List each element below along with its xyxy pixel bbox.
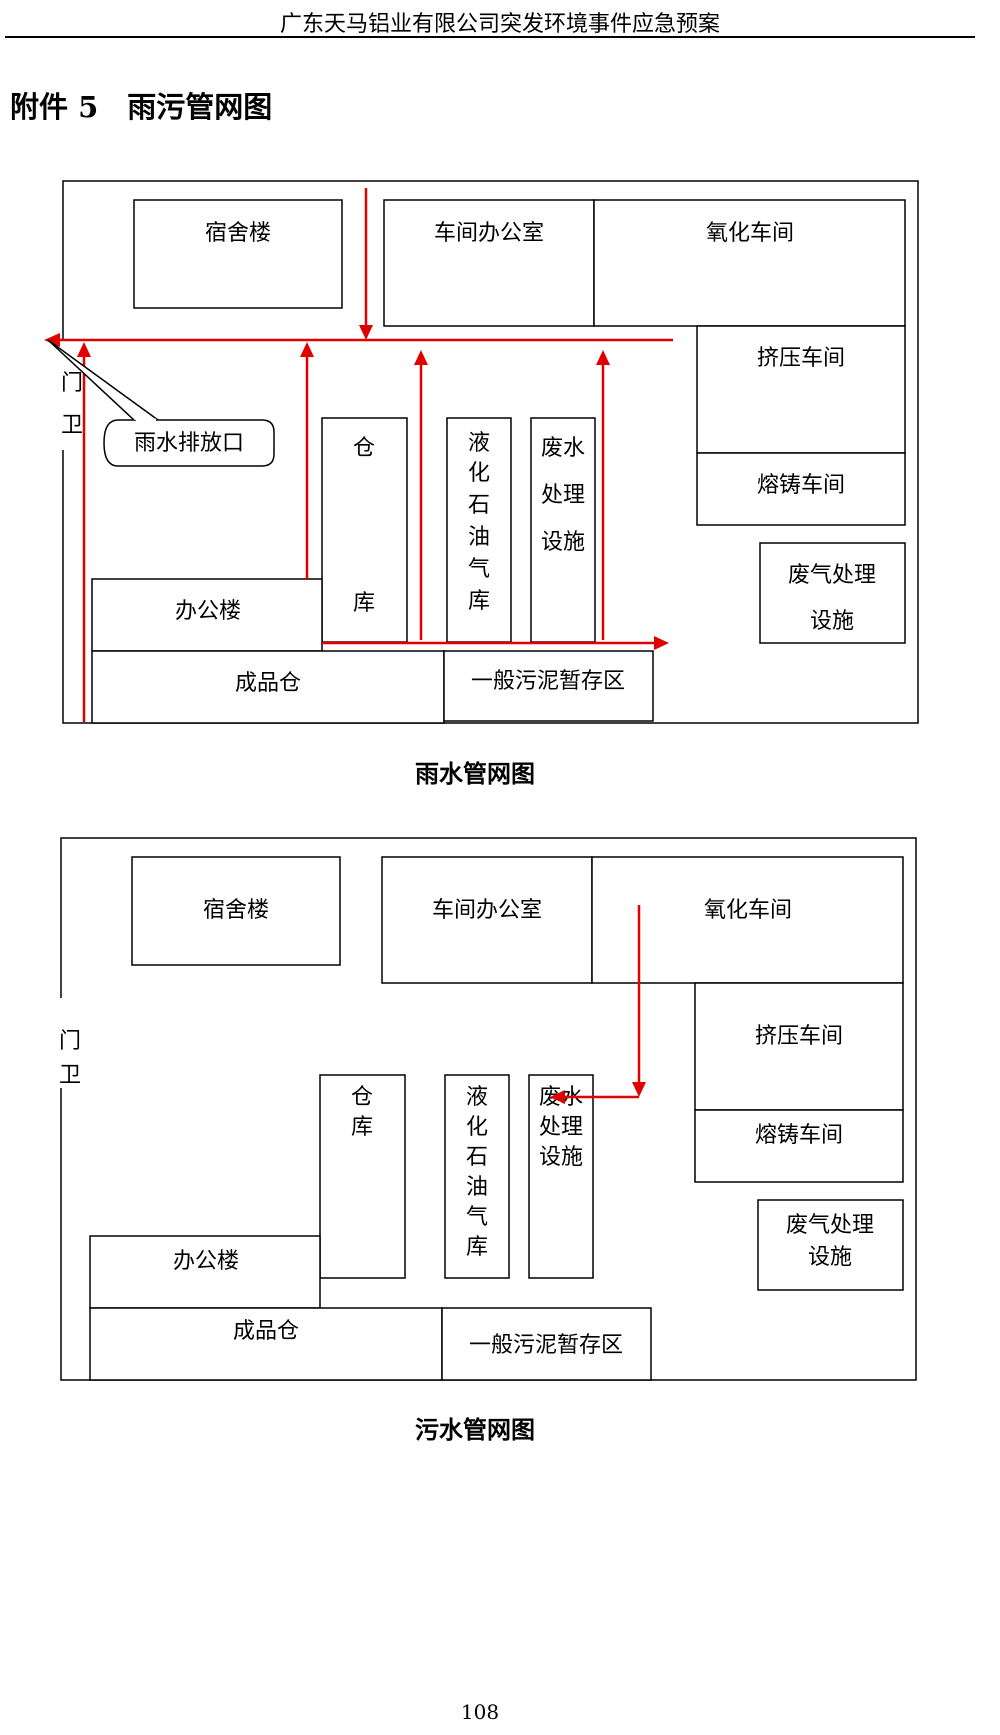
- sludge-label: 一般污泥暂存区: [469, 1333, 623, 1358]
- lpg-label-2: 化: [468, 461, 490, 486]
- site-boundary: [62, 180, 919, 724]
- lpg-label-6: 库: [468, 589, 490, 614]
- gate-label-2: 卫: [59, 1063, 81, 1088]
- oxidation-workshop: [593, 199, 906, 327]
- workshop-office-building: [381, 856, 593, 984]
- wastewater-facility: [530, 417, 596, 643]
- dorm-label: 宿舍楼: [203, 898, 269, 923]
- office-building: [89, 1235, 321, 1309]
- finished-label: 成品仓: [233, 1319, 299, 1344]
- waste-gas-label-1: 废气处理: [786, 1213, 874, 1238]
- outlet-label: 雨水排放口: [134, 431, 244, 456]
- lpg-label-2: 化: [466, 1115, 488, 1140]
- finished-goods-warehouse: [91, 650, 445, 724]
- waste-gas-facility: [759, 542, 906, 644]
- west-rise-arrowhead: [77, 342, 91, 357]
- gate-gap: [58, 340, 70, 450]
- warehouse-label-2: 库: [351, 1115, 373, 1140]
- oxidation-label: 氧化车间: [704, 898, 792, 923]
- gate-label-1: 门: [61, 371, 83, 396]
- warehouse-label-1: 仓: [351, 1085, 373, 1110]
- lpg-label-1: 液: [466, 1085, 488, 1110]
- rain-pipe-map: 宿舍楼 车间办公室 氧化车间 挤压车间 熔铸车间 废气处理 设施 仓 库 液 化…: [44, 180, 919, 724]
- wastewater-label-3: 设施: [539, 1145, 583, 1170]
- workshop-office-label: 车间办公室: [434, 221, 544, 246]
- dorm-building: [133, 199, 343, 309]
- finished-goods-warehouse: [89, 1307, 443, 1381]
- dorm-label: 宿舍楼: [205, 221, 271, 246]
- gate-label-1: 门: [59, 1029, 81, 1054]
- gate-label-2: 卫: [61, 413, 83, 438]
- wastewater-label-1: 废水: [541, 436, 585, 461]
- dorm-building: [131, 856, 341, 966]
- waste-gas-label-1: 废气处理: [788, 563, 876, 588]
- lpg-storage: [446, 417, 512, 643]
- casting-workshop: [694, 1109, 904, 1183]
- office-rise-arrowhead: [300, 342, 314, 357]
- wastewater-label-3: 设施: [541, 530, 585, 555]
- to-wastewater-arrowhead: [550, 1090, 565, 1104]
- extrusion-label: 挤压车间: [755, 1024, 843, 1049]
- sludge-label: 一般污泥暂存区: [471, 669, 625, 694]
- lpg-label-1: 液: [468, 431, 490, 456]
- office-building: [91, 578, 323, 652]
- outlet-arrowhead: [44, 333, 60, 347]
- casting-label: 熔铸车间: [755, 1123, 843, 1148]
- lpg-label-3: 石: [466, 1145, 488, 1170]
- rain-map-caption: 雨水管网图: [415, 759, 535, 788]
- oxidation-workshop: [591, 856, 904, 984]
- page-number: 108: [460, 1700, 500, 1724]
- oxidation-drain-arrowhead: [632, 1082, 646, 1097]
- lpg-label-5: 气: [468, 557, 490, 582]
- wastewater-label-2: 处理: [539, 1115, 583, 1140]
- waste-gas-facility: [757, 1199, 904, 1291]
- sludge-storage: [443, 650, 654, 722]
- waste-gas-label-2: 设施: [808, 1245, 852, 1270]
- sludge-storage: [441, 1307, 652, 1381]
- oxidation-label: 氧化车间: [706, 221, 794, 246]
- casting-label: 熔铸车间: [757, 473, 845, 498]
- finished-label: 成品仓: [235, 671, 301, 696]
- outlet-callout-pointer: [47, 339, 159, 421]
- mid-rise-arrowhead: [414, 350, 428, 365]
- lpg-label-4: 油: [466, 1175, 488, 1200]
- lpg-label-4: 油: [468, 525, 490, 550]
- gate-gap: [56, 998, 68, 1088]
- warehouse-label-2: 库: [353, 591, 375, 616]
- workshop-office-label: 车间办公室: [432, 898, 542, 923]
- rain-pipes: [44, 188, 673, 722]
- warehouse: [319, 1074, 406, 1279]
- lpg-label-5: 气: [466, 1205, 488, 1230]
- north-inflow-arrowhead: [359, 325, 373, 340]
- wastewater-facility: [528, 1074, 594, 1279]
- waste-gas-label-2: 设施: [810, 609, 854, 634]
- sewage-pipes: [550, 905, 646, 1104]
- section-title: 附件 5 雨污管网图: [10, 90, 273, 124]
- lpg-label-6: 库: [466, 1235, 488, 1260]
- office-label: 办公楼: [175, 599, 241, 624]
- sewage-pipe-map: 宿舍楼 车间办公室 氧化车间 挤压车间 熔铸车间 废气处理 设施 仓 库 液 化…: [56, 837, 917, 1381]
- workshop-office-building: [383, 199, 595, 327]
- office-label: 办公楼: [173, 1249, 239, 1274]
- sewage-map-caption: 污水管网图: [415, 1415, 535, 1444]
- wastewater-label-2: 处理: [541, 483, 585, 508]
- extrusion-workshop: [694, 982, 904, 1111]
- warehouse-label-1: 仓: [353, 436, 375, 461]
- casting-workshop: [696, 452, 906, 526]
- extrusion-label: 挤压车间: [757, 346, 845, 371]
- south-pipe-arrowhead: [654, 636, 669, 650]
- lpg-storage: [444, 1074, 510, 1279]
- header-rule: [5, 36, 975, 38]
- east-rise-arrowhead: [596, 350, 610, 365]
- lpg-label-3: 石: [468, 493, 490, 518]
- outlet-callout-bubble: [103, 419, 275, 467]
- document-header: 广东天马铝业有限公司突发环境事件应急预案: [279, 12, 720, 37]
- warehouse: [321, 417, 408, 643]
